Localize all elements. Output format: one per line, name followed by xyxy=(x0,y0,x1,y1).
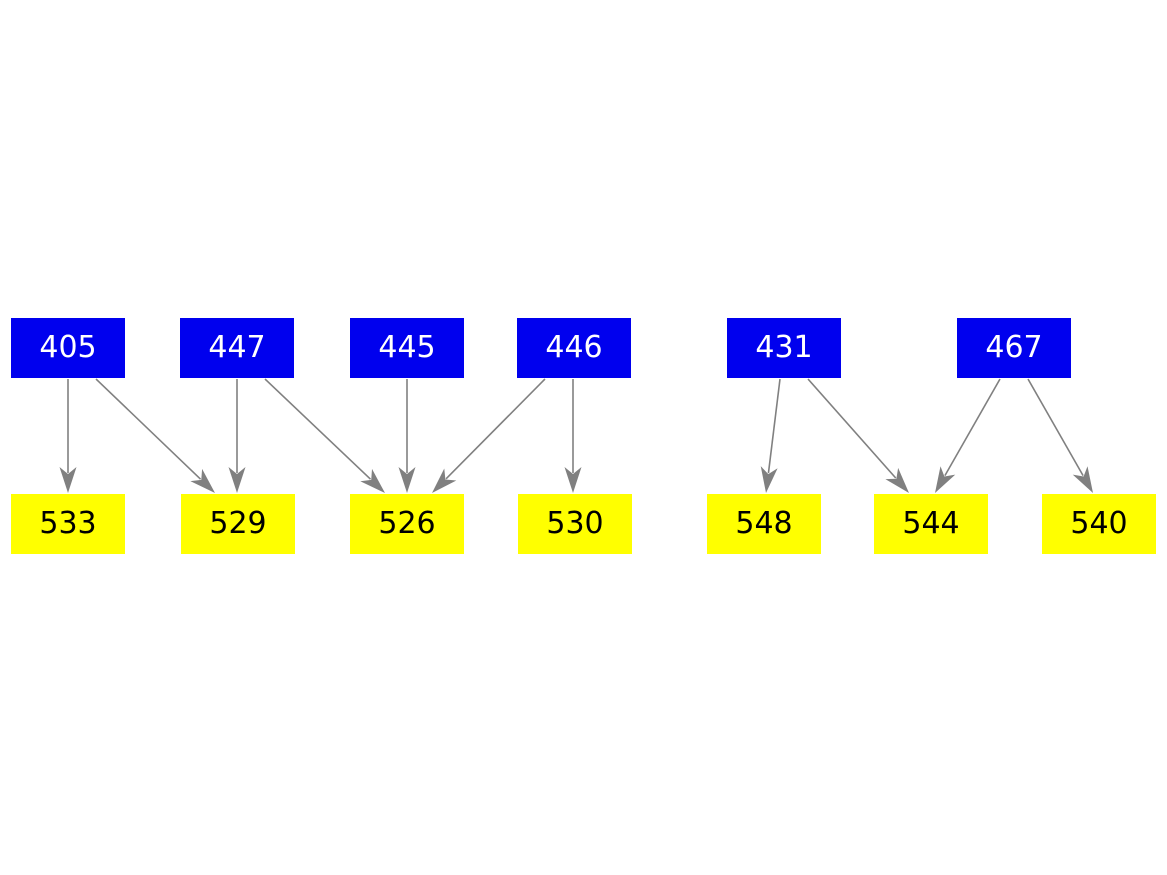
node-label: 467 xyxy=(985,330,1043,365)
edge-arrowhead xyxy=(360,468,385,493)
node-label: 526 xyxy=(378,506,436,541)
edge-447-to-529 xyxy=(228,379,246,493)
edge-467-to-540 xyxy=(1027,378,1093,493)
edge-arrowhead xyxy=(885,467,909,493)
edge-arrowhead xyxy=(564,467,582,493)
node-548[interactable]: 548 xyxy=(707,494,821,554)
node-445[interactable]: 445 xyxy=(350,318,464,378)
node-label: 530 xyxy=(546,506,604,541)
node-533[interactable]: 533 xyxy=(11,494,125,554)
edge-line xyxy=(807,378,897,479)
edge-arrowhead xyxy=(760,466,778,493)
edge-405-to-529 xyxy=(95,378,215,493)
node-label: 405 xyxy=(39,330,97,365)
edge-arrowhead xyxy=(398,467,416,493)
node-label: 529 xyxy=(209,506,267,541)
edge-arrowhead xyxy=(59,467,77,493)
edge-431-to-548 xyxy=(760,378,781,493)
edge-467-to-544 xyxy=(935,378,1001,493)
node-label: 544 xyxy=(902,506,960,541)
edge-arrowhead xyxy=(228,467,246,493)
node-label: 548 xyxy=(735,506,793,541)
edge-line xyxy=(264,378,372,480)
edge-431-to-544 xyxy=(807,378,909,493)
node-526[interactable]: 526 xyxy=(350,494,464,554)
node-467[interactable]: 467 xyxy=(957,318,1071,378)
edge-line xyxy=(944,378,1001,477)
node-label: 445 xyxy=(378,330,436,365)
node-544[interactable]: 544 xyxy=(874,494,988,554)
edge-line xyxy=(445,378,546,480)
edge-line xyxy=(767,378,781,474)
node-529[interactable]: 529 xyxy=(181,494,295,554)
node-label: 431 xyxy=(755,330,813,365)
node-431[interactable]: 431 xyxy=(727,318,841,378)
edge-445-to-526 xyxy=(398,379,416,493)
edge-arrowhead xyxy=(1072,466,1093,493)
node-446[interactable]: 446 xyxy=(517,318,631,378)
node-447[interactable]: 447 xyxy=(180,318,294,378)
edge-446-to-530 xyxy=(564,379,582,493)
edge-arrowhead xyxy=(432,468,457,493)
node-540[interactable]: 540 xyxy=(1042,494,1156,554)
edge-arrowhead xyxy=(190,468,215,493)
node-label: 446 xyxy=(545,330,603,365)
edge-405-to-533 xyxy=(59,379,77,493)
node-405[interactable]: 405 xyxy=(11,318,125,378)
node-label: 540 xyxy=(1070,506,1128,541)
node-530[interactable]: 530 xyxy=(518,494,632,554)
edge-446-to-526 xyxy=(432,378,546,493)
edge-line xyxy=(1027,378,1084,477)
node-label: 533 xyxy=(39,506,97,541)
node-label: 447 xyxy=(208,330,266,365)
edge-arrowhead xyxy=(935,466,956,493)
edge-line xyxy=(95,378,202,480)
edge-447-to-526 xyxy=(264,378,385,493)
